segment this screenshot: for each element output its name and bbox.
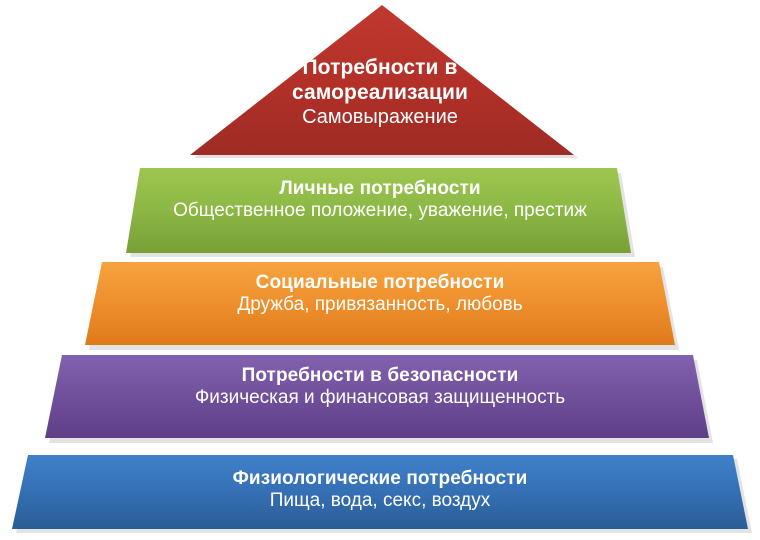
esteem-shape [126, 168, 631, 253]
pyramid-level-esteem[interactable]: Личные потребности Общественное положени… [0, 162, 760, 260]
safety-shape [45, 355, 709, 438]
pyramid-level-physiological[interactable]: Физиологические потребности Пища, вода, … [0, 448, 760, 540]
social-shape [85, 262, 675, 345]
pyramid-level-social[interactable]: Социальные потребности Дружба, привязанн… [0, 256, 760, 354]
pyramid-level-safety[interactable]: Потребности в безопасности Физическая и … [0, 350, 760, 450]
physiological-shape [12, 455, 748, 529]
self-actualization-shape [190, 5, 574, 155]
pyramid-level-self-actualization[interactable]: Потребности в самореализации Самовыражен… [0, 0, 760, 162]
